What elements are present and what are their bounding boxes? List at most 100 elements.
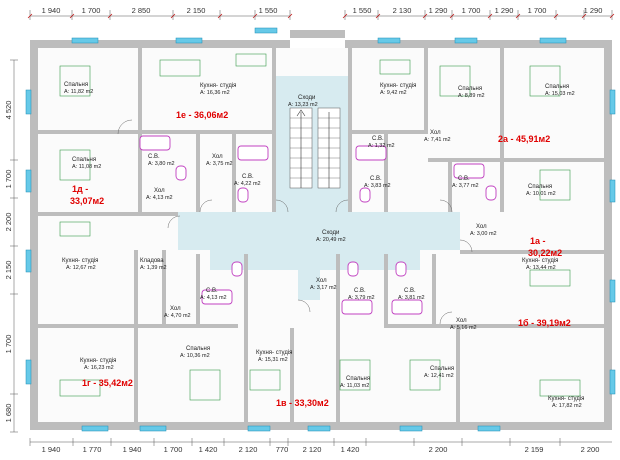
room-name: Спальня bbox=[346, 376, 370, 382]
room-name: Кухня- студія bbox=[200, 83, 236, 89]
window bbox=[609, 279, 616, 303]
dim-bottom-label: 1 770 bbox=[83, 445, 102, 454]
window bbox=[254, 27, 278, 34]
apartment-labels: 1е - 36,06м2 2а - 45,91м2 1д - 33,07м2 1… bbox=[70, 110, 571, 408]
apartment-label-1a: 1а - bbox=[530, 236, 546, 246]
dim-top-label: 2 130 bbox=[393, 6, 412, 15]
room-name: Сходи bbox=[298, 95, 315, 101]
sofa-outline bbox=[539, 379, 581, 397]
window bbox=[25, 89, 32, 115]
apartment-label-1d: 1д - bbox=[72, 184, 88, 194]
door-swing bbox=[199, 199, 213, 213]
window bbox=[175, 37, 203, 44]
window bbox=[609, 179, 616, 203]
room-name: С.В. bbox=[458, 176, 470, 182]
dim-bottom-label: 1 700 bbox=[164, 445, 183, 454]
room-name: Спальня bbox=[186, 346, 210, 352]
apartment-label-2a: 2а - 45,91м2 bbox=[498, 134, 550, 144]
dim-top-label: 1 550 bbox=[259, 6, 278, 15]
apartment-label-1e: 1е - 36,06м2 bbox=[176, 110, 228, 120]
bed-outline bbox=[189, 369, 221, 401]
room-area: A: 3,79 m2 bbox=[348, 295, 375, 301]
toilet-fixture bbox=[175, 165, 187, 181]
dim-top-label: 1 940 bbox=[42, 6, 61, 15]
room-name: С.В. bbox=[404, 288, 416, 294]
dim-bottom-label: 1 420 bbox=[341, 445, 360, 454]
apartment-label-1a-area: 30,22м2 bbox=[528, 248, 562, 258]
dim-bottom-label: 2 120 bbox=[239, 445, 258, 454]
room-area: A: 11,82 m2 bbox=[64, 89, 93, 95]
room-area: A: 8,89 m2 bbox=[458, 93, 485, 99]
sofa-outline bbox=[529, 269, 571, 287]
window bbox=[25, 249, 32, 273]
room-area: A: 3,17 m2 bbox=[310, 285, 337, 291]
windows bbox=[25, 27, 616, 432]
staircase bbox=[289, 107, 341, 189]
room-area: A: 3,00 m2 bbox=[470, 231, 497, 237]
dim-top-label: 2 150 bbox=[187, 6, 206, 15]
room-name: Сходи bbox=[322, 230, 339, 236]
door-swing bbox=[335, 199, 349, 213]
dim-bottom-label: 1 420 bbox=[199, 445, 218, 454]
room-area: A: 10,36 m2 bbox=[180, 353, 210, 359]
apartment-label-1v: 1в - 33,30м2 bbox=[276, 398, 329, 408]
apartment-label-1g: 1г - 35,42м2 bbox=[82, 378, 133, 388]
toilet-fixture bbox=[231, 261, 243, 277]
sofa-outline bbox=[249, 369, 281, 391]
dimensions-left: 4 520 1 700 2 200 2 150 1 700 1 680 bbox=[4, 101, 13, 423]
dim-top-label: 1 290 bbox=[429, 6, 448, 15]
room-name: С.В. bbox=[242, 174, 254, 180]
room-name: Кухня- студія bbox=[62, 258, 98, 264]
room-labels: Спальня A: 11,82 m2 Кухня- студія A: 16,… bbox=[62, 82, 584, 409]
room-area: A: 4,13 m2 bbox=[146, 195, 173, 201]
room-name: Кухня- студія bbox=[522, 258, 558, 264]
window bbox=[609, 369, 616, 395]
window bbox=[377, 37, 401, 44]
window bbox=[139, 425, 167, 432]
room-name: Хол bbox=[476, 224, 487, 230]
bed-outline bbox=[409, 359, 441, 391]
room-area: A: 10,01 m2 bbox=[526, 191, 556, 197]
room-name: Спальня bbox=[528, 184, 552, 190]
dim-left-label: 1 680 bbox=[4, 404, 13, 423]
room-area: A: 7,41 m2 bbox=[424, 137, 451, 143]
room-name: Хол bbox=[316, 278, 327, 284]
bathtub-fixture bbox=[201, 289, 233, 305]
dimensions-bottom: 1 940 1 770 1 940 1 700 1 420 2 120 770 … bbox=[42, 445, 600, 454]
dimensions-top: 1 940 1 700 2 850 2 150 1 550 1 550 2 13… bbox=[42, 6, 603, 15]
toilet-fixture bbox=[347, 261, 359, 277]
dim-top-label: 1 700 bbox=[528, 6, 547, 15]
room-area: A: 3,80 m2 bbox=[148, 161, 175, 167]
room-name: С.В. bbox=[206, 288, 218, 294]
apartment-label-1b: 1б - 39,19м2 bbox=[518, 318, 571, 328]
toilet-fixture bbox=[237, 187, 249, 203]
bed-outline bbox=[529, 65, 561, 97]
room-name: Кухня- студія bbox=[80, 358, 116, 364]
dim-left-label: 4 520 bbox=[4, 101, 13, 120]
window bbox=[399, 425, 423, 432]
bathtub-fixture bbox=[139, 135, 171, 151]
dim-bottom-label: 1 940 bbox=[42, 445, 61, 454]
window bbox=[71, 37, 99, 44]
room-name: Хол bbox=[170, 306, 181, 312]
room-name: Хол bbox=[430, 130, 441, 136]
window bbox=[539, 37, 567, 44]
window bbox=[307, 425, 331, 432]
toilet-fixture bbox=[485, 185, 497, 201]
apartment-label-1d-area: 33,07м2 bbox=[70, 196, 104, 206]
room-name: Кухня- студія bbox=[380, 83, 416, 89]
common-areas bbox=[178, 76, 460, 300]
bed-outline bbox=[59, 65, 91, 97]
central-corridor bbox=[178, 212, 460, 300]
dim-bottom-label: 2 120 bbox=[303, 445, 322, 454]
dim-top-label: 1 550 bbox=[353, 6, 372, 15]
room-name: Хол bbox=[456, 318, 467, 324]
room-area: A: 11,08 m2 bbox=[72, 164, 101, 170]
room-area: A: 1,32 m2 bbox=[368, 143, 395, 149]
door-swing bbox=[297, 299, 311, 313]
door-swing bbox=[275, 199, 289, 213]
bathtub-fixture bbox=[391, 299, 423, 315]
room-area: A: 9,42 m2 bbox=[380, 90, 407, 96]
room-name: Спальня bbox=[72, 157, 96, 163]
